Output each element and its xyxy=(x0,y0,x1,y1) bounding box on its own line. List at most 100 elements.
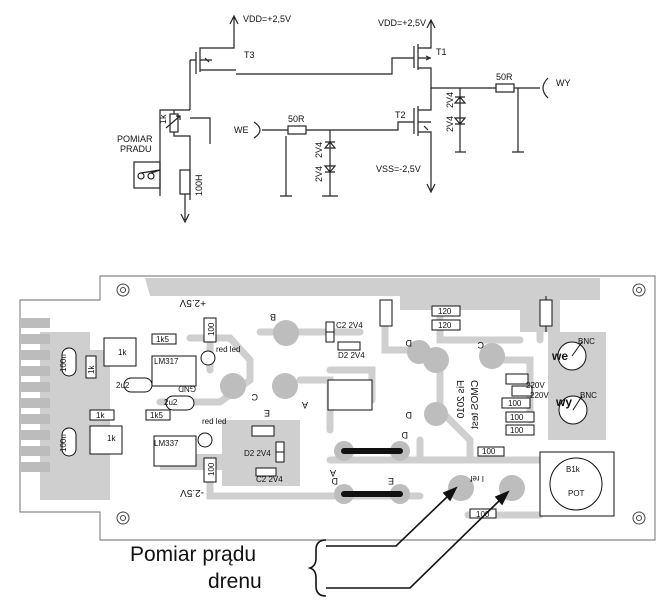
label-pin-e2: E xyxy=(388,476,394,486)
label-mirror-1: CMOS test xyxy=(470,380,481,429)
pad-d-r xyxy=(424,402,448,426)
pot-label: 1k xyxy=(158,114,168,124)
t3-label: T3 xyxy=(244,50,255,60)
schematic xyxy=(133,14,549,224)
res-100-e xyxy=(505,424,535,436)
label-100-d: 100 xyxy=(510,413,524,422)
res-100-top xyxy=(203,317,217,343)
r-out-label: 50R xyxy=(496,72,513,82)
label-pin-d4: D xyxy=(401,430,408,440)
r-out xyxy=(495,83,515,93)
pad-b xyxy=(273,320,299,346)
led-top xyxy=(200,350,216,366)
res-1k-bottom xyxy=(89,409,115,421)
r-meter xyxy=(179,169,191,195)
pad-d-b xyxy=(423,347,449,373)
label-lm337: LM337 xyxy=(154,439,179,448)
label-pin-b: B xyxy=(270,312,276,322)
label-d2-2v4-bottom: D2 2V4 xyxy=(244,449,271,458)
label-pin-d2: D xyxy=(331,476,338,486)
label-red-led-bottom: red led xyxy=(202,417,226,426)
led-bottom xyxy=(197,432,213,448)
pad-e xyxy=(272,373,298,399)
res-1k5-top xyxy=(151,333,177,345)
label-we: we xyxy=(551,349,568,363)
label-100-low: 100 xyxy=(476,510,490,519)
res-right-top xyxy=(539,299,553,327)
label-minus25: -2.5V xyxy=(180,487,204,498)
copper-pour-top xyxy=(145,278,600,332)
res-100-c xyxy=(501,397,531,409)
vdd-left-label: VDD=+2,5V xyxy=(243,14,291,24)
lm317-body xyxy=(151,355,197,387)
label-red-led-top: red led xyxy=(216,345,240,354)
label-plus25: +2.5V xyxy=(179,297,206,308)
input-gnd xyxy=(280,136,292,197)
label-1k5-top: 1k5 xyxy=(156,335,169,344)
cap-100n-top xyxy=(61,347,77,377)
pcb-labels: 100n 100n 1k 1k 1k5 LM317 2u2 1k 1k 1k5 … xyxy=(59,297,597,519)
pointer-2-head xyxy=(494,490,510,506)
mounting-holes xyxy=(116,283,646,525)
trim-1k-top xyxy=(103,337,137,367)
label-d2-2v4-top: D2 2V4 xyxy=(338,351,365,360)
pot-wiring xyxy=(173,110,211,200)
label-pin-c: C xyxy=(251,392,258,402)
mount-hole xyxy=(116,283,130,297)
pad-c xyxy=(220,373,246,399)
diode-bottom-1 xyxy=(251,425,275,437)
r-meter-label: 100H xyxy=(194,174,204,196)
label-100-bottom: 100 xyxy=(207,462,216,476)
label-gnd: GND xyxy=(178,384,196,393)
label-pot: POT xyxy=(568,489,585,498)
pot-knob xyxy=(549,457,603,511)
meter-wire xyxy=(140,169,161,174)
res-1k5-bottom xyxy=(145,409,171,421)
t1-transistor xyxy=(413,36,432,80)
res-1k-top xyxy=(85,355,97,379)
vdd-right-label: VDD=+2,5V xyxy=(378,18,426,28)
label-pin-e: E xyxy=(264,408,270,418)
zener-in-bottom-label: 2V4 xyxy=(314,166,324,182)
label-100-c: 100 xyxy=(508,399,522,408)
label-bnc-bottom: BNC xyxy=(580,391,597,400)
label-bnc-top: BNC xyxy=(578,337,595,346)
gnd-arrow xyxy=(180,194,190,224)
label-pot-val: B1k xyxy=(566,465,581,474)
schematic-labels: VDD=+2,5V VDD=+2,5V T3 T1 T2 50R WY 50R … xyxy=(117,14,571,196)
meter-label-2: PRADU xyxy=(120,144,152,154)
out-vertical xyxy=(512,88,524,153)
res-near-top xyxy=(379,299,393,327)
component-leads xyxy=(276,296,583,453)
wy-label: WY xyxy=(556,78,571,88)
cap-220-a xyxy=(505,373,529,385)
pointer-1 xyxy=(326,495,449,547)
zener-in-pair xyxy=(322,130,338,197)
pointer-2 xyxy=(326,499,501,589)
cap-2u2-b xyxy=(165,395,195,411)
ic-socket xyxy=(327,379,373,411)
label-irej: I ref xyxy=(469,474,484,483)
vdd-left-arrow xyxy=(229,14,239,40)
diode-bottom-3 xyxy=(255,467,277,477)
trim-1k-bottom xyxy=(89,425,123,455)
cap-220-b xyxy=(511,385,533,397)
pad-c-r xyxy=(479,343,505,369)
mount-hole xyxy=(116,511,130,525)
label-100n-bottom: 100n xyxy=(59,434,68,452)
label-100-e: 100 xyxy=(510,426,524,435)
r-in xyxy=(287,125,307,135)
t2-transistor xyxy=(413,88,432,160)
mount-hole xyxy=(632,283,646,297)
meter-terminal xyxy=(147,172,155,180)
pointer-1-head xyxy=(442,486,458,502)
brace xyxy=(307,539,327,597)
label-trim-1k-top: 1k xyxy=(118,348,127,357)
components xyxy=(61,299,615,519)
label-wy: wy xyxy=(555,395,572,409)
diode-top-2 xyxy=(337,341,361,351)
label-100n-top: 100n xyxy=(59,354,68,372)
label-220-a: 220V xyxy=(526,381,545,390)
